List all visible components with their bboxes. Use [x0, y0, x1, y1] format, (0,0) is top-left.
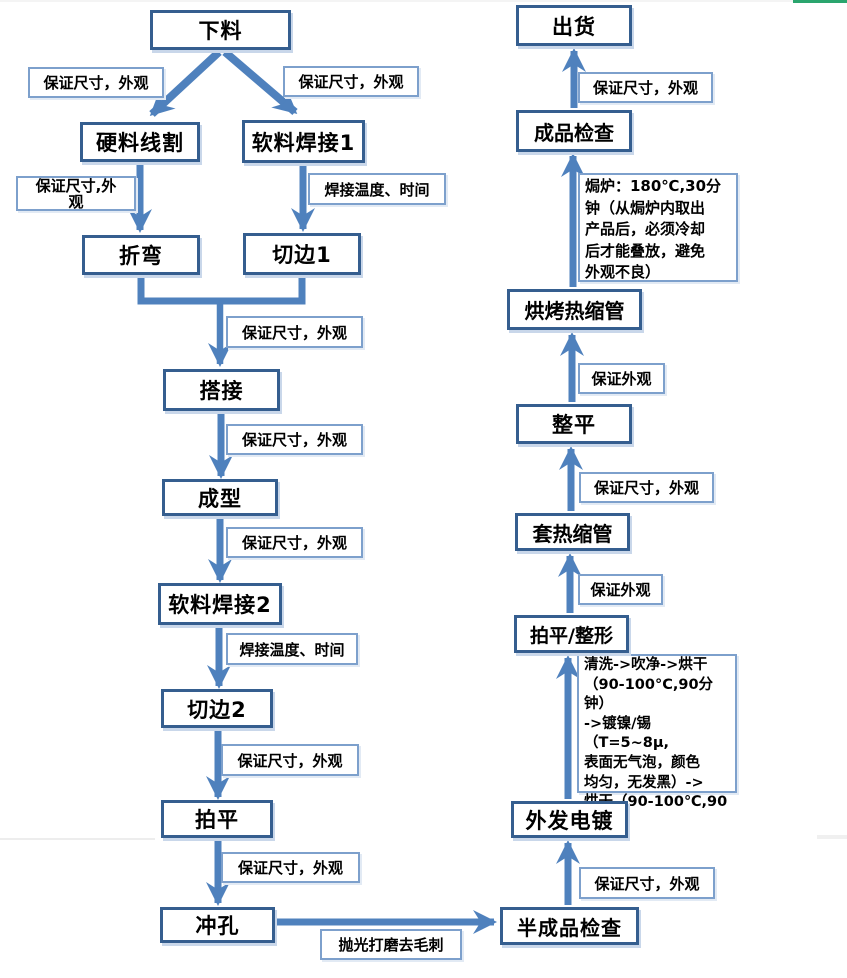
qc-note-tao-to-zhengping: 保证尺寸，外观: [579, 472, 714, 503]
process-box-hongkao-resuoguan: 烘烤热缩管: [507, 289, 642, 330]
process-box-dajie: 搭接: [163, 369, 280, 411]
process-box-banchengpin-jiancha: 半成品检查: [500, 907, 639, 945]
process-box-paiping-zhengxing: 拍平/整形: [514, 615, 629, 653]
process-box-ruanliao-hanjie-1: 软料焊接1: [242, 120, 365, 163]
merge-connector-zhewan-qiebian1: [137, 273, 306, 305]
qc-note-paiping-to-chongkong: 保证尺寸，外观: [221, 852, 360, 883]
top-edge-strip: [0, 0, 793, 2]
process-box-waifa-diandu: 外发电镀: [511, 801, 628, 838]
qc-note-yingliao-to-zhewan: 保证尺寸,外 观: [16, 176, 136, 211]
left-edge-artifact-line: [0, 838, 155, 840]
note-weld2-temp-time: 焊接温度、时间: [226, 633, 358, 665]
note-plating-process-spec: 清洗->吹净->烘干 （90-100°C,90分钟） ->镀镍/锡（T=5~8μ…: [577, 654, 737, 830]
qc-note-chengxing-to-ruanliao2: 保证尺寸，外观: [226, 527, 363, 558]
qc-note-banchengpin-to-diandu: 保证尺寸，外观: [579, 867, 715, 899]
note-weld1-temp-time: 焊接温度、时间: [308, 173, 446, 205]
top-green-progress-bar: [793, 0, 847, 3]
process-box-qiebian-1: 切边1: [243, 233, 361, 275]
note-polish-deburr: 抛光打磨去毛刺: [320, 929, 462, 960]
process-box-xialiao: 下料: [150, 10, 291, 50]
qc-note-qiebian2-to-paiping: 保证尺寸，外观: [221, 744, 359, 776]
arrow-xialiao-to-yingliao: [149, 49, 222, 117]
qc-note-dajie-to-chengxing: 保证尺寸，外观: [226, 424, 363, 455]
arrow-xialiao-to-ruanliao1: [222, 48, 298, 116]
process-box-ruanliao-hanjie-2: 软料焊接2: [158, 583, 282, 625]
qc-note-chengpin-to-chuhuo: 保证尺寸，外观: [578, 72, 713, 103]
process-box-zhewan: 折弯: [82, 235, 200, 275]
note-oven-bake-spec: 焗炉：180℃,30分 钟（从焗炉内取出 产品后，必须冷却 后才能叠放，避免 外…: [578, 173, 738, 282]
process-box-chengxing: 成型: [162, 479, 278, 516]
right-edge-artifact-line: [817, 835, 847, 839]
process-box-chuhuo: 出货: [516, 5, 632, 46]
process-box-chengpin-jiancha: 成品检查: [516, 110, 632, 152]
process-box-yingliao-xiange: 硬料线割: [80, 122, 200, 162]
qc-note-xialiao-to-yingliao: 保证尺寸，外观: [28, 67, 164, 98]
process-box-paiping: 拍平: [161, 800, 273, 838]
process-box-chongkong: 冲孔: [160, 907, 275, 943]
qc-note-xialiao-to-ruanliao1: 保证尺寸，外观: [283, 66, 419, 97]
process-box-tao-resuoguan: 套热缩管: [515, 513, 630, 551]
qc-note-merge-to-dajie: 保证尺寸，外观: [226, 316, 363, 348]
qc-note-zhengxing-to-tao: 保证外观: [578, 574, 663, 605]
process-box-zhengping: 整平: [516, 404, 632, 444]
qc-note-zhengping-to-hongkao: 保证外观: [578, 363, 665, 394]
process-box-qiebian-2: 切边2: [161, 689, 273, 728]
